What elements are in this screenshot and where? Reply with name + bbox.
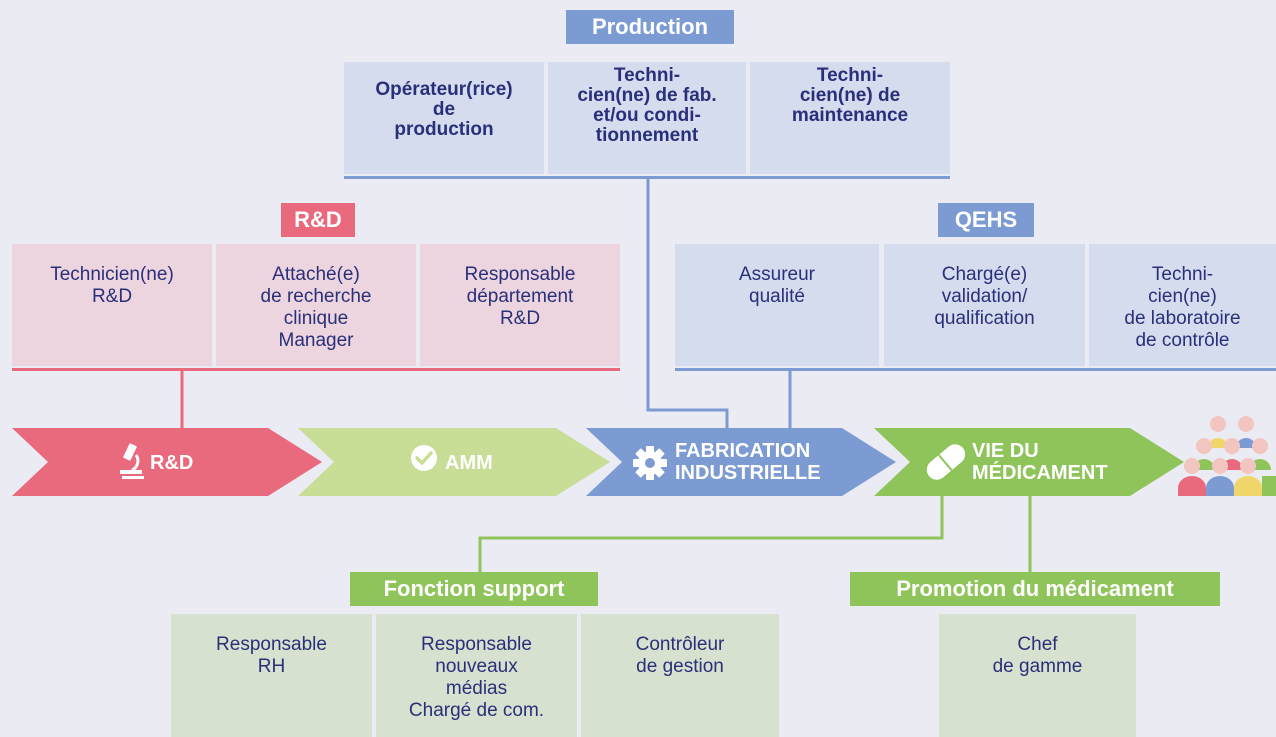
arrow-amm-label: AMM	[445, 452, 493, 474]
qehs-box-technicien-labo: Techni- cien(ne) de laboratoire de contr…	[1089, 244, 1276, 366]
support-box-medias: Responsable nouveaux médias Chargé de co…	[376, 614, 577, 737]
arrow-fabrication-label: FABRICATION INDUSTRIELLE	[675, 440, 821, 484]
production-box-technicien-maintenance: Techni- cien(ne) de maintenance	[750, 62, 950, 174]
support-box-controleur: Contrôleur de gestion	[581, 614, 779, 737]
rd-tag: R&D	[281, 203, 355, 237]
check-circle-icon	[411, 445, 437, 471]
qehs-box-charge: Chargé(e) validation/ qualification	[884, 244, 1085, 366]
arrow-rd	[12, 428, 322, 496]
rd-box-technicien: Technicien(ne) R&D	[12, 244, 212, 366]
production-underline	[344, 176, 950, 179]
production-tag: Production	[566, 10, 734, 44]
rd-box-attache: Attaché(e) de recherche clinique Manager	[216, 244, 416, 366]
arrow-rd-label: R&D	[150, 452, 194, 474]
microscope-icon	[120, 443, 144, 479]
people-group-icon	[1178, 416, 1276, 496]
production-box-operateur: Opérateur(rice) de production	[344, 62, 544, 174]
promotion-box-chef-gamme: Chef de gamme	[939, 614, 1136, 737]
rd-box-responsable: Responsable département R&D	[420, 244, 620, 366]
rd-underline	[12, 368, 620, 371]
qehs-underline	[675, 368, 1276, 371]
support-box-rh: Responsable RH	[171, 614, 372, 737]
qehs-tag: QEHS	[938, 203, 1034, 237]
production-box-technicien-fab: Techni- cien(ne) de fab. et/ou condi- ti…	[548, 62, 746, 174]
pill-icon	[926, 444, 966, 480]
arrow-vie-label: VIE DU MÉDICAMENT	[972, 440, 1108, 484]
support-tag: Fonction support	[350, 572, 598, 606]
promotion-tag: Promotion du médicament	[850, 572, 1220, 606]
arrow-amm	[298, 428, 610, 496]
gear-icon	[633, 446, 667, 480]
arrow-fabrication	[586, 428, 896, 496]
